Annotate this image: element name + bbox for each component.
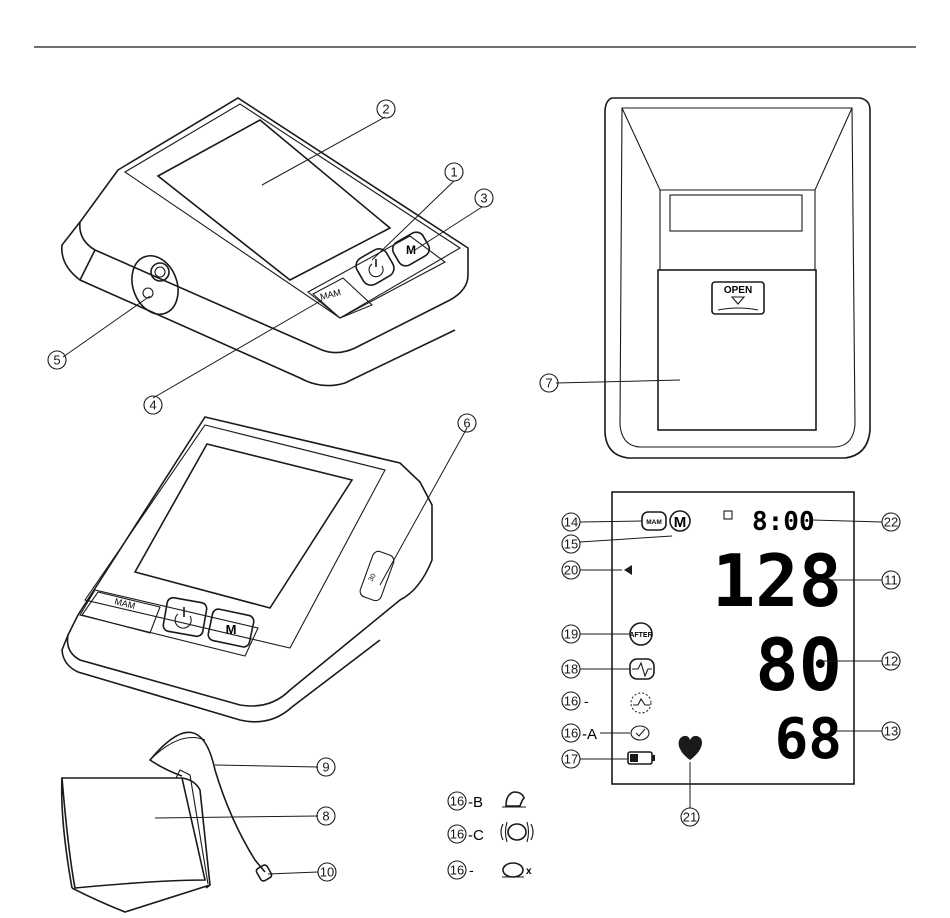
svg-text:-: - xyxy=(469,862,474,878)
device2-tube-label: 30 xyxy=(368,573,378,583)
battery-icon xyxy=(628,752,655,764)
display-time: 8:00 xyxy=(752,507,815,537)
svg-text:-B: -B xyxy=(468,794,483,811)
svg-text:12: 12 xyxy=(884,654,898,669)
lcd-display: 8:00 MAM M 128 80 68 AFTER xyxy=(612,492,854,784)
svg-text:5: 5 xyxy=(53,353,60,368)
display-diastolic: 80 xyxy=(755,623,842,707)
callout-11: 11 xyxy=(882,571,900,589)
svg-text:16: 16 xyxy=(564,726,578,741)
svg-text:2: 2 xyxy=(382,102,389,117)
svg-text:16: 16 xyxy=(450,827,464,842)
callout-22: 22 xyxy=(882,513,900,531)
device-front-view: MAM M 30 xyxy=(62,417,432,722)
svg-text:16: 16 xyxy=(564,694,578,709)
callout-1: 1 xyxy=(445,163,463,181)
callout-16-first: 16 - xyxy=(562,692,589,710)
callout-5: 5 xyxy=(48,351,66,369)
display-pointer xyxy=(624,565,632,575)
callout-6: 6 xyxy=(458,414,476,432)
cuff xyxy=(62,732,273,912)
svg-text:9: 9 xyxy=(322,760,329,775)
device2-m-label: M xyxy=(226,622,237,637)
svg-text:17: 17 xyxy=(564,752,578,767)
svg-text:7: 7 xyxy=(545,376,552,391)
svg-text:4: 4 xyxy=(149,398,156,413)
display-mam-icon: MAM xyxy=(646,519,662,526)
callout-16-b: 16 -B xyxy=(448,792,483,811)
callout-13: 13 xyxy=(882,722,900,740)
callout-17: 17 xyxy=(562,750,580,768)
svg-text:1: 1 xyxy=(450,165,457,180)
device1-power-icon xyxy=(369,259,383,277)
heart-icon xyxy=(679,736,702,760)
callout-16-last: 16 - xyxy=(448,861,474,879)
callout-20: 20 xyxy=(562,561,580,579)
open-label: OPEN xyxy=(724,285,752,296)
callout-21: 21 xyxy=(681,808,699,826)
callout-16-a: 16 -A xyxy=(562,724,597,743)
callout-14: 14 xyxy=(562,513,580,531)
callout-4: 4 xyxy=(144,396,162,414)
cuff-ok-icon xyxy=(631,726,649,740)
callout-2: 2 xyxy=(377,100,395,118)
callout-3: 3 xyxy=(475,189,493,207)
svg-text:16: 16 xyxy=(450,863,464,878)
device-top-view: MAM M xyxy=(62,98,468,386)
svg-text:14: 14 xyxy=(564,515,578,530)
cuff-wave-icon xyxy=(631,693,651,713)
cuff-loose-icon xyxy=(502,792,526,807)
callout-7: 7 xyxy=(540,374,558,392)
svg-text:15: 15 xyxy=(564,537,578,552)
callout-16-c: 16 -C xyxy=(448,825,484,844)
callout-12: 12 xyxy=(882,652,900,670)
svg-text:-: - xyxy=(584,693,589,709)
cuff-error-icon: x xyxy=(502,863,532,877)
callout-numbers: 1 2 3 4 5 6 7 8 9 10 11 12 13 14 15 16 -… xyxy=(48,100,900,881)
callout-8: 8 xyxy=(317,807,335,825)
svg-text:6: 6 xyxy=(463,416,470,431)
svg-text:10: 10 xyxy=(320,865,334,880)
callout-9: 9 xyxy=(317,758,335,776)
callout-18: 18 xyxy=(562,660,580,678)
cuff-movement-icon xyxy=(501,822,533,842)
svg-text:-C: -C xyxy=(468,827,484,844)
svg-text:8: 8 xyxy=(322,809,329,824)
svg-text:3: 3 xyxy=(480,191,487,206)
svg-text:-A: -A xyxy=(582,726,597,743)
svg-text:11: 11 xyxy=(884,573,898,588)
display-systolic: 128 xyxy=(712,539,842,623)
cuff-status-icons: x xyxy=(501,792,533,877)
svg-text:20: 20 xyxy=(564,563,578,578)
device-back-view: OPEN xyxy=(605,98,870,458)
svg-text:22: 22 xyxy=(884,515,898,530)
svg-text:21: 21 xyxy=(683,810,697,825)
cuff-error-x: x xyxy=(526,866,532,877)
svg-text:16: 16 xyxy=(450,794,464,809)
svg-text:13: 13 xyxy=(884,724,898,739)
display-m-icon: M xyxy=(674,514,687,531)
svg-text:19: 19 xyxy=(564,627,578,642)
svg-text:18: 18 xyxy=(564,662,578,677)
callout-10: 10 xyxy=(318,863,336,881)
callout-19: 19 xyxy=(562,625,580,643)
callout-15: 15 xyxy=(562,535,580,553)
arrhythmia-icon xyxy=(630,659,654,679)
display-after-icon: AFTER xyxy=(629,632,652,639)
device1-m-label: M xyxy=(406,243,416,257)
display-pulse: 68 xyxy=(775,707,842,772)
